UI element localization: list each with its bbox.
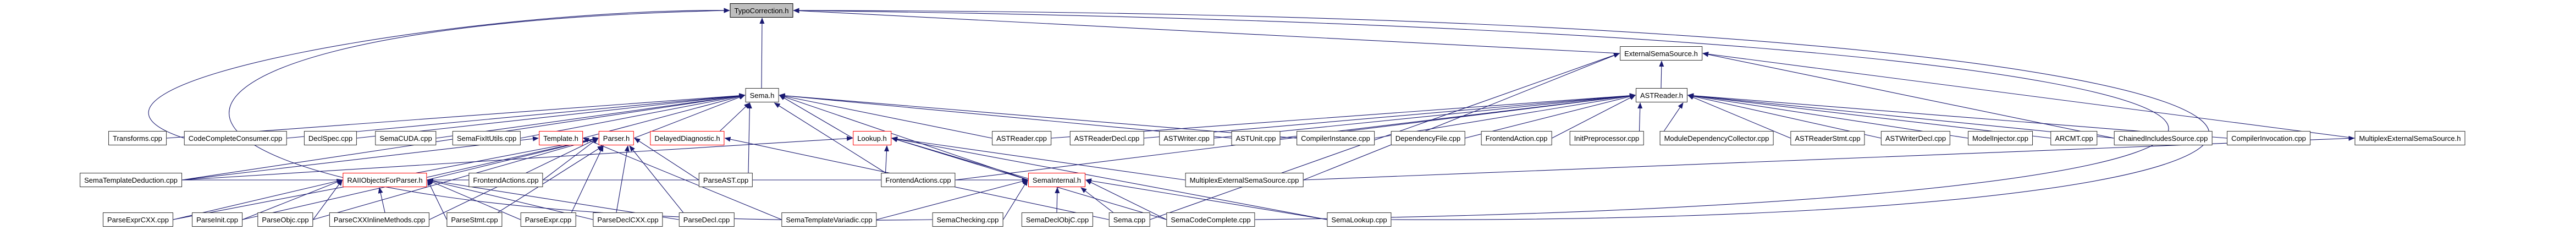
graph-node-astreader-cpp[interactable]: ASTReader.cpp (992, 131, 1051, 145)
graph-node-template-h[interactable]: Template.h (539, 131, 583, 145)
graph-node-multiplexexternalsemasource-cpp[interactable]: MultiplexExternalSemaSource.cpp (1185, 173, 1304, 187)
graph-edge (1702, 51, 2355, 139)
graph-node-semainternal-h[interactable]: SemaInternal.h (1028, 173, 1086, 187)
graph-edge (378, 187, 385, 213)
graph-edge (229, 8, 933, 221)
graph-node-frontendactions-cpp[interactable]: FrontendActions.cpp (468, 173, 543, 187)
graph-node-sema-cpp[interactable]: Sema.cpp (1108, 212, 1150, 227)
graph-node-frontendactions-cpp[interactable]: FrontendActions.cpp (881, 173, 956, 187)
graph-node-parseexpr-cpp[interactable]: ParseExpr.cpp (520, 212, 576, 227)
graph-node-chainedincludessource-cpp[interactable]: ChainedIncludesSource.cpp (2114, 131, 2213, 145)
graph-edge (1003, 179, 1028, 220)
graph-node-parseexprcxx-cpp[interactable]: ParseExprCXX.cpp (103, 212, 173, 227)
graph-edge (1664, 102, 1684, 132)
graph-node-parseinit-cpp[interactable]: ParseInit.cpp (192, 212, 242, 227)
graph-node-semacodecomplete-cpp[interactable]: SemaCodeComplete.cpp (1166, 212, 1255, 227)
graph-node-sematemplatevariadic-cpp[interactable]: SemaTemplateVariadic.cpp (781, 212, 877, 227)
graph-edge (543, 138, 599, 181)
graph-edge (313, 137, 599, 220)
graph-edge (779, 94, 1029, 181)
graph-edge (181, 136, 853, 181)
graph-edge (616, 145, 630, 213)
graph-node-parsecxxinlinemethods-cpp[interactable]: ParseCXXInlineMethods.cpp (329, 212, 430, 227)
graph-node-compilerinvocation-cpp[interactable]: CompilerInvocation.cpp (2227, 131, 2310, 145)
graph-node-semadeclobjc-cpp[interactable]: SemaDeclObjC.cpp (1021, 212, 1094, 227)
graph-node-arcmt-cpp[interactable]: ARCMT.cpp (2050, 131, 2098, 145)
graph-node-raiiobjectsforparser-h[interactable]: RAIIObjectsForParser.h (343, 173, 427, 187)
graph-node-dependencyfile-cpp[interactable]: DependencyFile.cpp (1391, 131, 1465, 145)
graph-edge (779, 94, 992, 139)
graph-edge (427, 179, 447, 220)
graph-node-initpreprocessor-cpp[interactable]: InitPreprocessor.cpp (1569, 131, 1644, 145)
graph-edge (148, 8, 730, 139)
graph-edge (884, 145, 889, 173)
graph-edge (747, 102, 752, 173)
graph-node-astreader-h[interactable]: ASTReader.h (1635, 88, 1688, 102)
graph-edge (876, 179, 1028, 220)
graph-node-astreaderdecl-cpp[interactable]: ASTReaderDecl.cpp (1069, 131, 1144, 145)
graph-node-multiplexexternalsemasource-h[interactable]: MultiplexExternalSemaSource.h (2354, 131, 2465, 145)
graph-edge (1213, 93, 1636, 139)
graph-node-sema-h[interactable]: Sema.h (745, 88, 779, 102)
graph-edge (1552, 95, 1636, 139)
graph-edge (1144, 93, 1636, 139)
graph-edge (793, 8, 2210, 220)
graph-edge (779, 93, 1232, 139)
graph-node-frontendaction-cpp[interactable]: FrontendAction.cpp (1481, 131, 1552, 145)
graph-edge (427, 179, 521, 220)
graph-node-parseast-cpp[interactable]: ParseAST.cpp (698, 173, 753, 187)
graph-edge (774, 102, 886, 173)
graph-node-externalsemasource-h[interactable]: ExternalSemaSource.h (1620, 46, 1702, 61)
graph-node-sematemplatededuction-cpp[interactable]: SemaTemplateDeduction.cpp (80, 173, 182, 187)
graph-node-semalookup-cpp[interactable]: SemaLookup.cpp (1327, 212, 1392, 227)
graph-node-compilerinstance-cpp[interactable]: CompilerInstance.cpp (1297, 131, 1375, 145)
graph-node-lookup-h[interactable]: Lookup.h (853, 131, 891, 145)
graph-edge (1659, 61, 1664, 89)
graph-node-moduledependencycollector-cpp[interactable]: ModuleDependencyCollector.cpp (1659, 131, 1774, 145)
graph-edge (286, 93, 746, 139)
graph-edge (793, 8, 2169, 220)
graph-edge (583, 138, 782, 220)
graph-node-transforms-cpp[interactable]: Transforms.cpp (108, 131, 167, 145)
graph-edge (1080, 187, 1113, 213)
graph-node-semafixitutils-cpp[interactable]: SemaFixItUtils.cpp (452, 131, 521, 145)
graph-edge (1687, 93, 2114, 139)
graph-node-astwriterdecl-cpp[interactable]: ASTWriterDecl.cpp (1880, 131, 1951, 145)
graph-node-declspec-cpp[interactable]: DeclSpec.cpp (304, 131, 357, 145)
graph-edge (1085, 178, 1327, 220)
graph-node-typocorrection-h: TypoCorrection.h (730, 3, 793, 18)
graph-node-parsedecl-cpp[interactable]: ParseDecl.cpp (679, 212, 735, 227)
graph-edge (720, 102, 751, 132)
graph-node-parser-h[interactable]: Parser.h (598, 131, 635, 145)
graph-edge (1687, 95, 1791, 139)
graph-edge (1702, 52, 2114, 139)
graph-edge (1051, 93, 1636, 139)
graph-node-modelinjector-cpp[interactable]: ModelInjector.cpp (1968, 131, 2033, 145)
graph-node-parsestmt-cpp[interactable]: ParseStmt.cpp (446, 212, 503, 227)
graph-edge (891, 136, 1185, 181)
graph-edge (313, 179, 343, 220)
graph-edge (629, 145, 683, 213)
graph-edge (955, 93, 1636, 181)
graph-edge (571, 145, 604, 213)
graph-node-parseobjc-cpp[interactable]: ParseObjc.cpp (257, 212, 313, 227)
graph-edge (793, 8, 1620, 54)
graph-node-semacuda-cpp[interactable]: SemaCUDA.cpp (375, 131, 437, 145)
graph-node-delayeddiagnostic-h[interactable]: DelayedDiagnostic.h (650, 131, 725, 145)
graph-node-astreaderstmt-cpp[interactable]: ASTReaderStmt.cpp (1790, 131, 1865, 145)
graph-edge (779, 95, 853, 139)
graph-edge (498, 145, 604, 213)
graph-node-astwriter-cpp[interactable]: ASTWriter.cpp (1159, 131, 1214, 145)
graph-edge (1085, 179, 1167, 220)
graph-node-semachecking-cpp[interactable]: SemaChecking.cpp (932, 212, 1003, 227)
graph-edge (634, 138, 699, 181)
graph-edge (1637, 102, 1643, 132)
graph-node-parsedeclcxx-cpp[interactable]: ParseDeclCXX.cpp (593, 212, 663, 227)
graph-edge (891, 136, 1327, 220)
graph-node-codecompleteconsumer-cpp[interactable]: CodeCompleteConsumer.cpp (184, 131, 287, 145)
graph-node-astunit-cpp[interactable]: ASTUnit.cpp (1231, 131, 1281, 145)
